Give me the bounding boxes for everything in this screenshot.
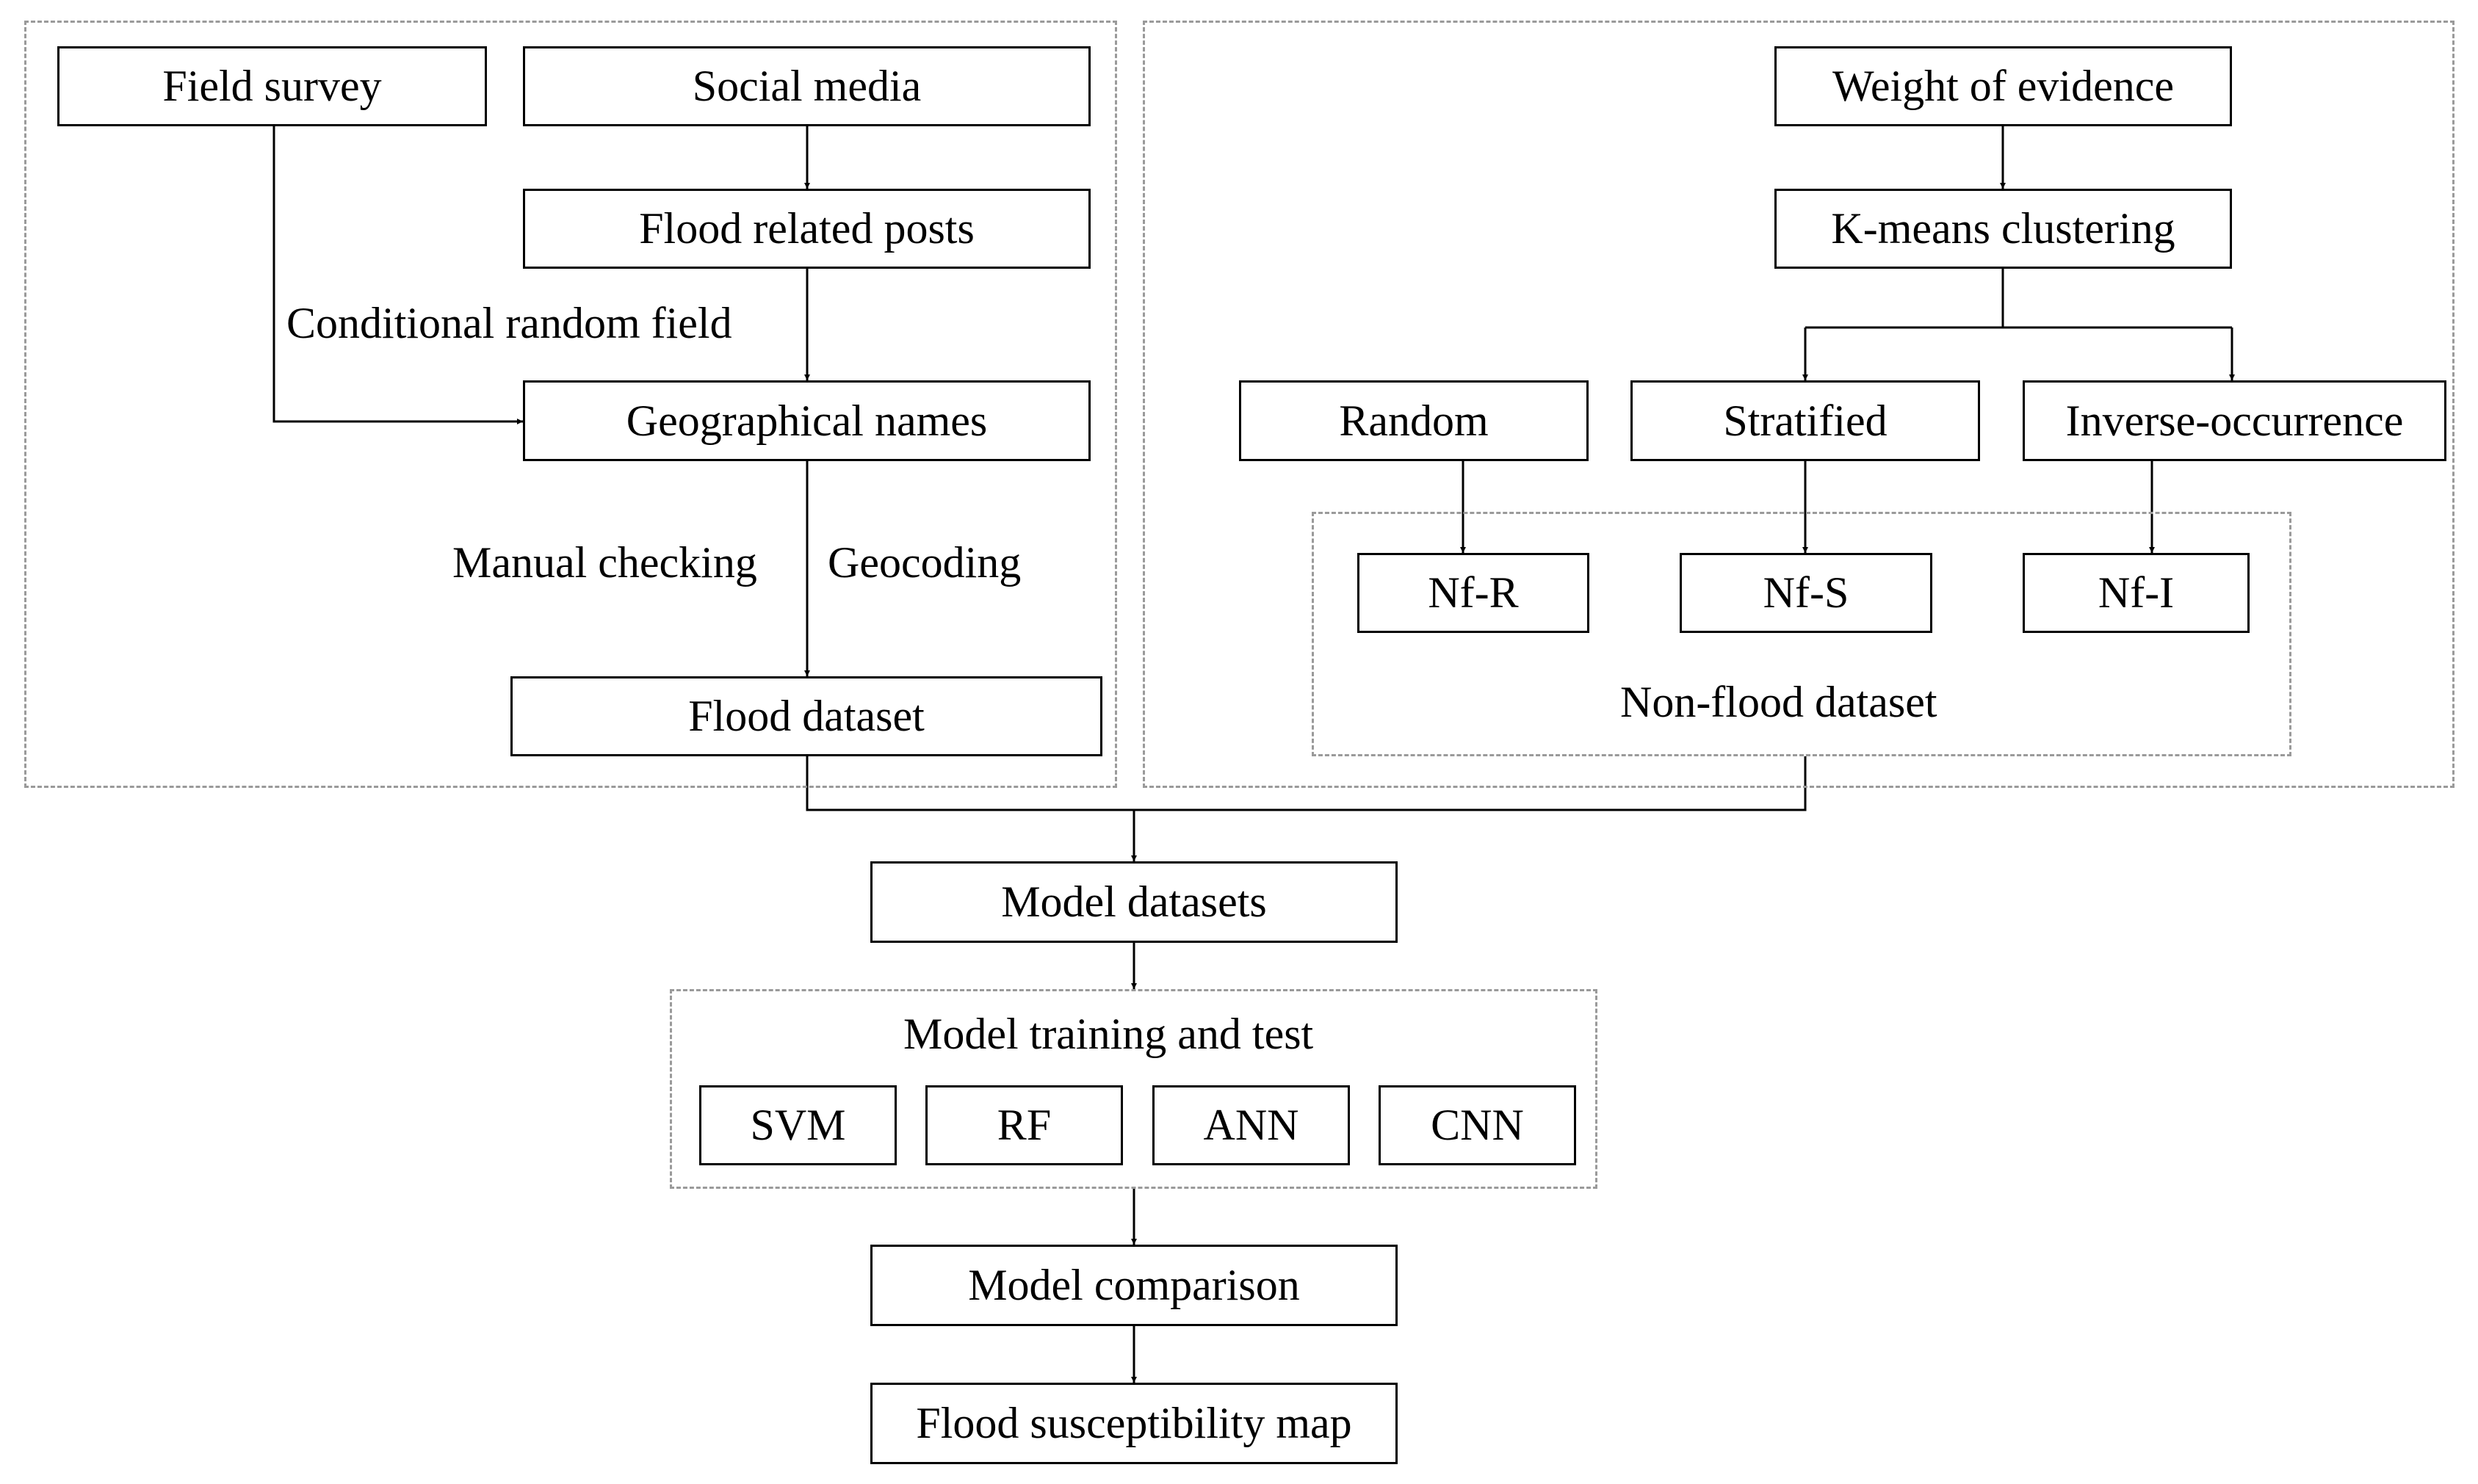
arrow-field-survey-to-geographical-names [272, 126, 523, 424]
random-box: Random [1239, 380, 1589, 461]
non-flood-dataset-label: Non-flood dataset [1620, 678, 1937, 726]
flood-related-posts-box: Flood related posts [523, 189, 1091, 269]
model-datasets-box: Model datasets [870, 861, 1398, 943]
nf-s-box: Nf-S [1680, 553, 1932, 633]
line-flood-dataset-down [806, 756, 1807, 811]
cnn-box: CNN [1379, 1085, 1576, 1165]
flood-dataset-box: Flood dataset [510, 676, 1102, 756]
ann-box: ANN [1152, 1085, 1350, 1165]
field-survey-box: Field survey [57, 46, 487, 126]
social-media-box: Social media [523, 46, 1091, 126]
k-means-clustering-box: K-means clustering [1774, 189, 2232, 269]
conditional-random-field-label: Conditional random field [286, 299, 732, 347]
weight-of-evidence-box: Weight of evidence [1774, 46, 2232, 126]
inverse-occurrence-box: Inverse-occurrence [2023, 380, 2446, 461]
geographical-names-box: Geographical names [523, 380, 1091, 461]
flood-data-panel [24, 21, 1117, 788]
flood-susceptibility-map-box: Flood susceptibility map [870, 1383, 1398, 1464]
manual-checking-label: Manual checking [452, 538, 757, 587]
stratified-box: Stratified [1630, 380, 1980, 461]
non-flood-data-panel [1143, 21, 2454, 788]
model-training-and-test-label: Model training and test [903, 1010, 1314, 1058]
geocoding-label: Geocoding [828, 538, 1022, 587]
non-flood-dataset-group [1312, 512, 2291, 756]
model-training-group [670, 989, 1597, 1189]
rf-box: RF [925, 1085, 1123, 1165]
model-comparison-box: Model comparison [870, 1245, 1398, 1326]
nf-i-box: Nf-I [2023, 553, 2250, 633]
svm-box: SVM [699, 1085, 897, 1165]
nf-r-box: Nf-R [1357, 553, 1589, 633]
